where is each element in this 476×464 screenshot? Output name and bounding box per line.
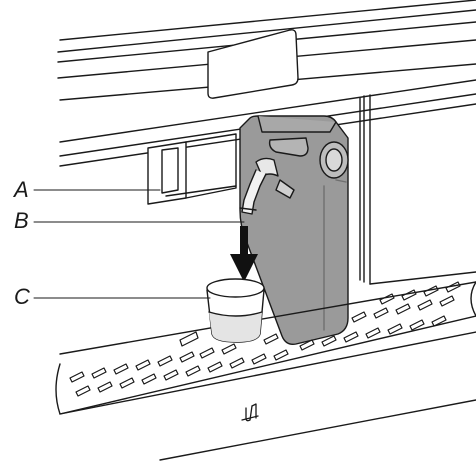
callout-label-c: C — [14, 286, 30, 308]
drop-hand-symbol-icon — [242, 404, 258, 421]
callout-label-b: B — [14, 210, 29, 232]
drip-tray — [56, 282, 476, 460]
display-window — [208, 30, 298, 98]
callout-label-a: A — [14, 179, 29, 201]
cavity-right-wall — [360, 95, 476, 284]
callout-leaders — [34, 190, 244, 298]
tray-slots — [70, 282, 460, 396]
milk-connector — [148, 134, 236, 204]
measuring-glass — [207, 279, 264, 342]
